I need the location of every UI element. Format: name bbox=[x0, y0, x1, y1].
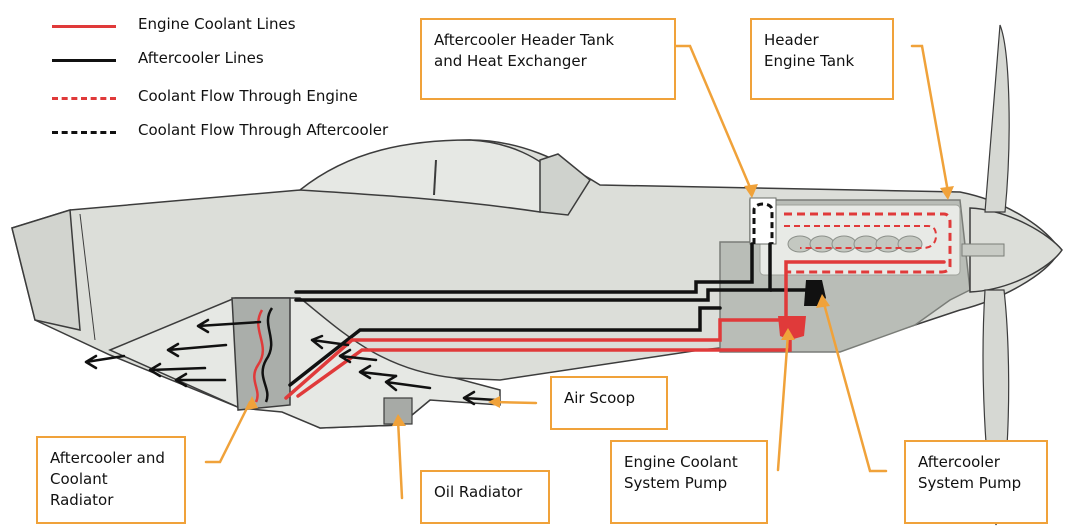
legend-swatch-black-dashed bbox=[52, 131, 116, 134]
callout-aftercooler-coolant-radiator: Aftercooler and Coolant Radiator bbox=[36, 436, 186, 524]
callout-aftercooler-header-tank: Aftercooler Header Tank and Heat Exchang… bbox=[420, 18, 676, 100]
propeller-blade-top bbox=[985, 25, 1009, 212]
legend-label: Coolant Flow Through Aftercooler bbox=[138, 120, 388, 140]
legend-item-coolant-flow-aftercooler: Coolant Flow Through Aftercooler bbox=[52, 120, 432, 144]
legend-swatch-red-dashed bbox=[52, 97, 116, 100]
tail-fin bbox=[12, 210, 80, 330]
legend-swatch-black-solid bbox=[52, 59, 116, 62]
callout-header-engine-tank: Header Engine Tank bbox=[750, 18, 894, 100]
legend-item-coolant-flow-engine: Coolant Flow Through Engine bbox=[52, 86, 432, 110]
legend-label: Engine Coolant Lines bbox=[138, 14, 296, 34]
legend-item-engine-coolant-lines: Engine Coolant Lines bbox=[52, 14, 432, 38]
callout-oil-radiator: Oil Radiator bbox=[420, 470, 550, 524]
callout-engine-coolant-pump: Engine Coolant System Pump bbox=[610, 440, 768, 524]
legend-label: Aftercooler Lines bbox=[138, 48, 264, 68]
callout-aftercooler-pump: Aftercooler System Pump bbox=[904, 440, 1048, 524]
legend-item-aftercooler-lines: Aftercooler Lines bbox=[52, 48, 432, 72]
legend-label: Coolant Flow Through Engine bbox=[138, 86, 358, 106]
legend-swatch-red-solid bbox=[52, 25, 116, 28]
callout-air-scoop: Air Scoop bbox=[550, 376, 668, 430]
